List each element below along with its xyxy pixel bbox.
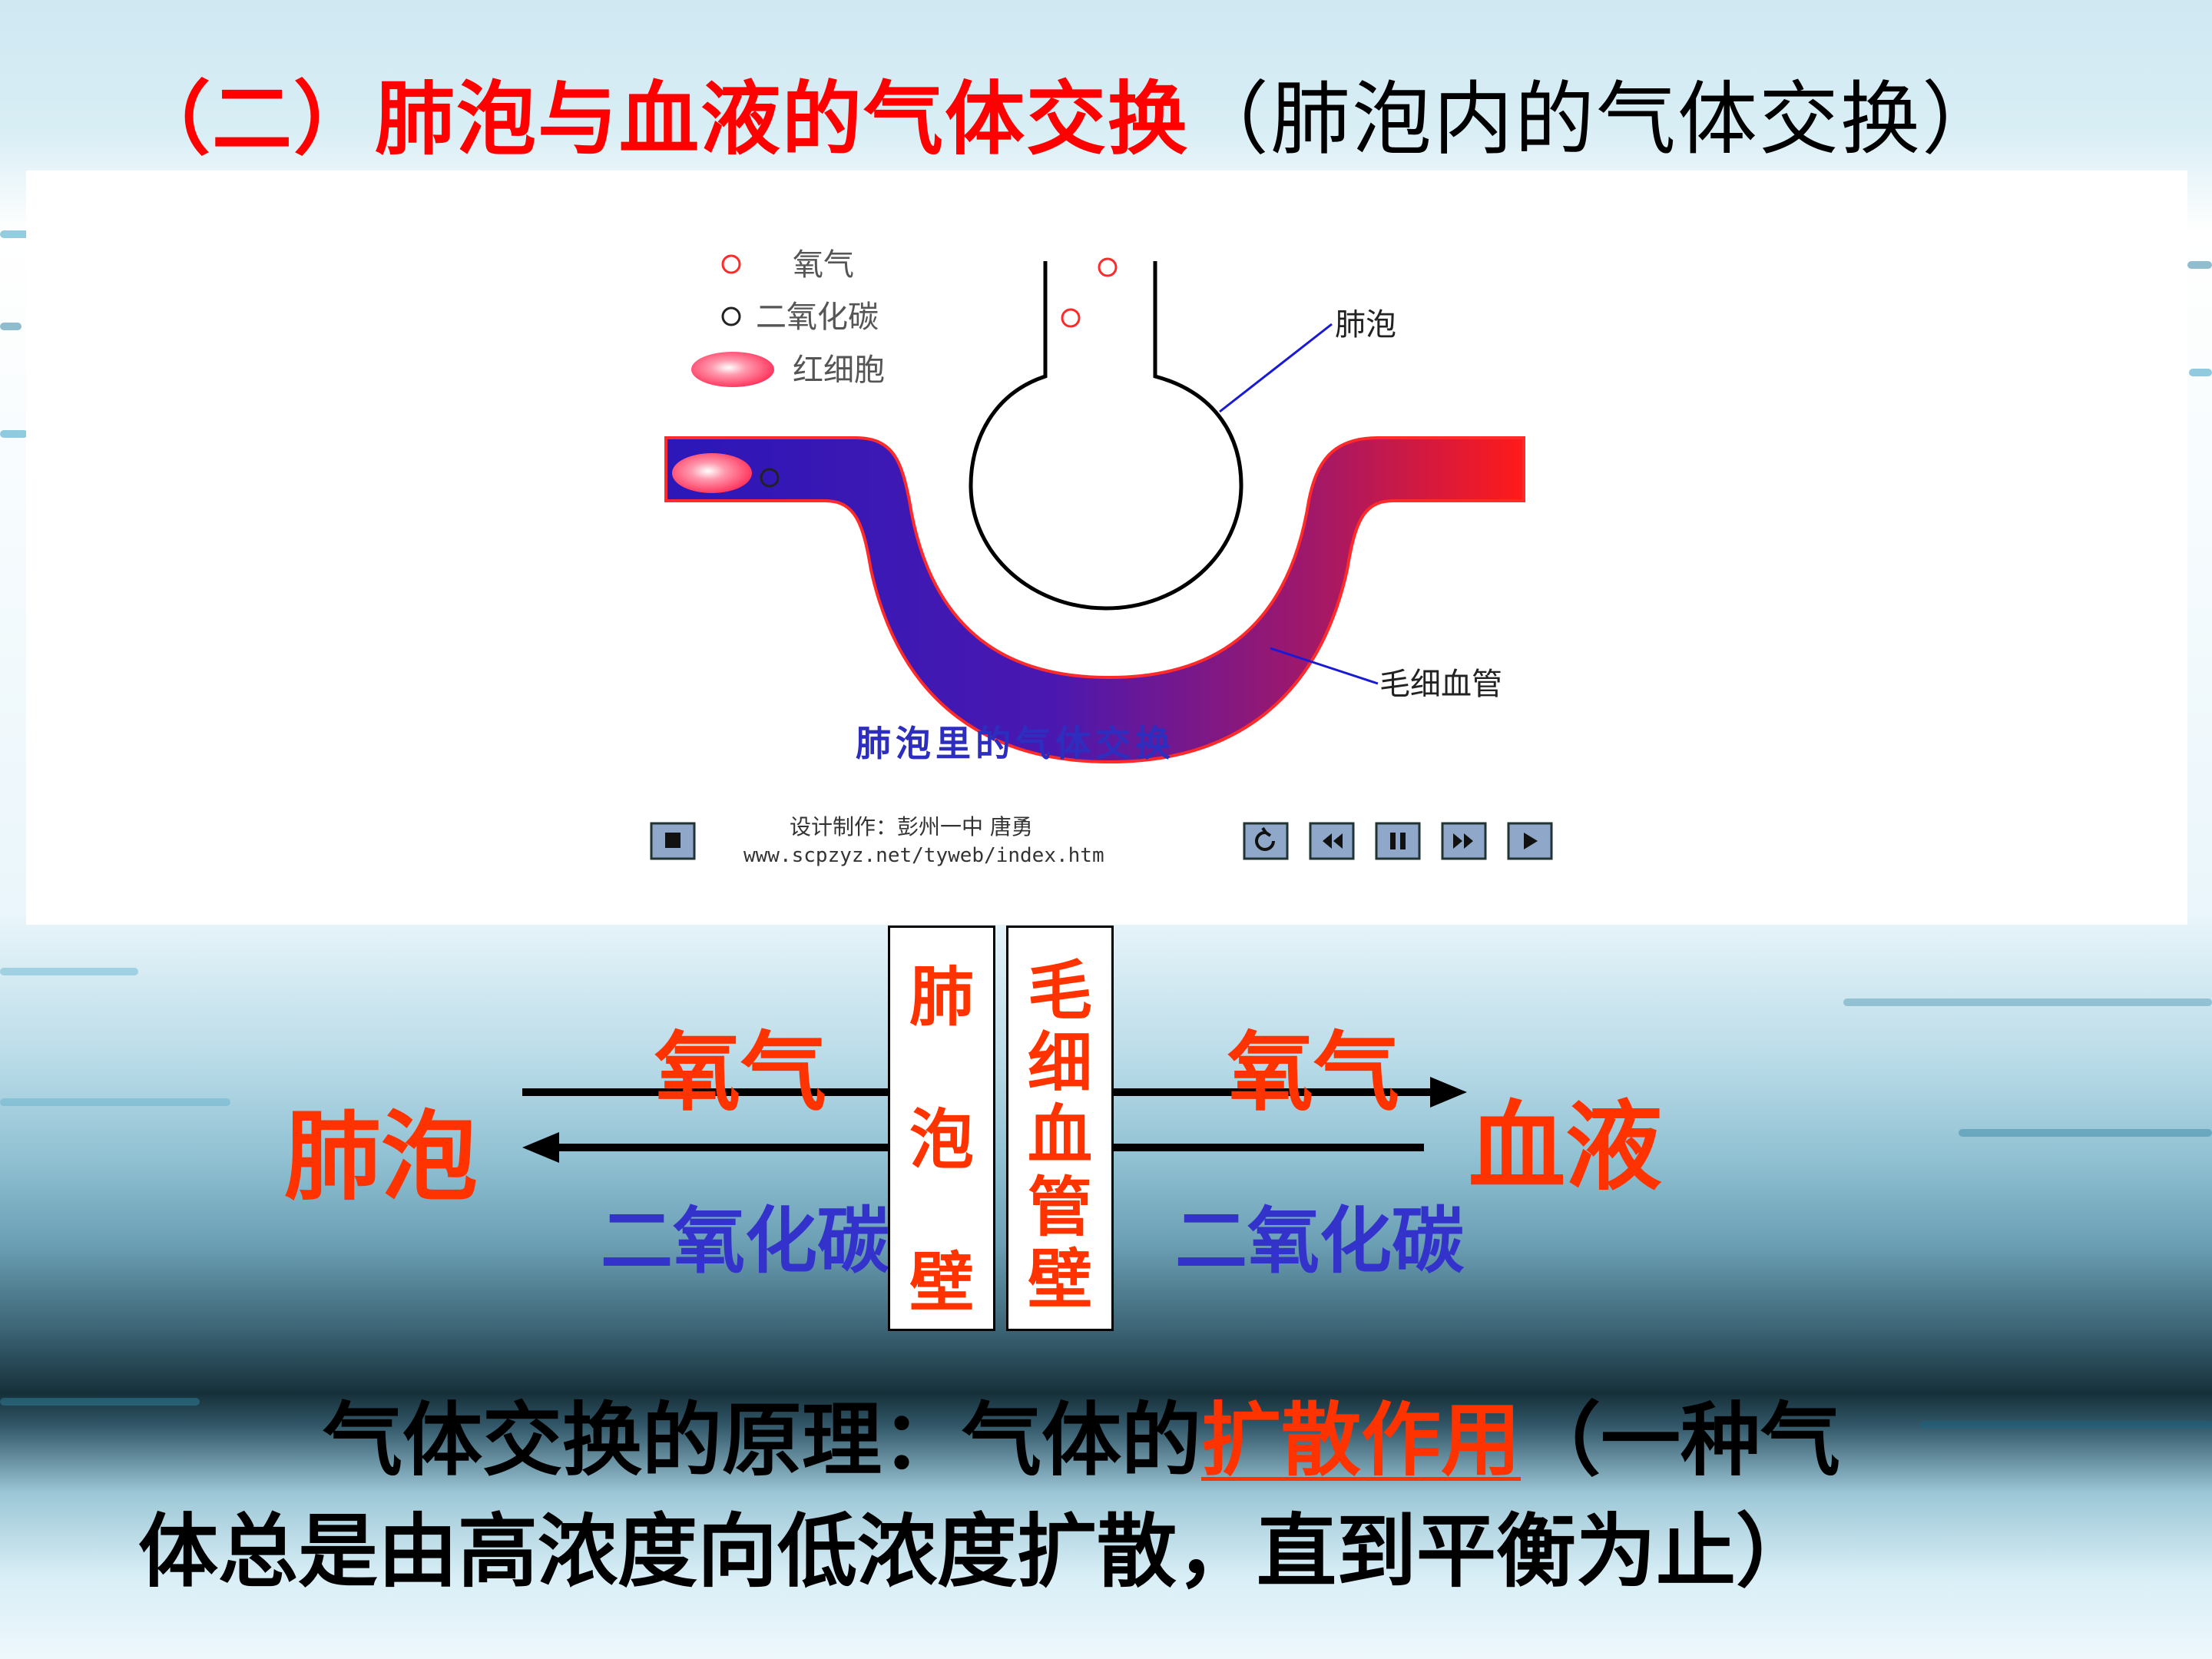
principle-line-1: 气体交换的原理：气体的扩散作用（一种气 <box>323 1375 1840 1491</box>
oxygen-molecule <box>1061 308 1081 328</box>
label-capillary: 毛细血管 <box>1379 667 1502 702</box>
play-button[interactable] <box>1507 822 1553 860</box>
legend-oxygen: 氧气 <box>793 247 854 283</box>
co2-legend-icon <box>721 306 741 326</box>
legend-rbc: 红细胞 <box>793 353 885 388</box>
legend-co2: 二氧化碳 <box>756 300 879 335</box>
capillary-label-line <box>1270 647 1379 685</box>
animation-panel: 氧气 二氧化碳 红细胞 肺泡 毛细血管 肺泡里的气体交换 设计制作：彭州一中 唐… <box>26 171 2187 925</box>
pause-icon <box>1390 833 1406 849</box>
credit-line-2: www.scpzyz.net/tyweb/index.htm <box>743 844 1104 867</box>
alveolus-outline <box>969 261 1243 611</box>
rewind-button[interactable] <box>1309 822 1355 860</box>
title-red-part: （二）肺泡与血液的气体交换 <box>131 72 1190 166</box>
play-icon <box>1524 833 1538 849</box>
alveolus-animation: 氧气 二氧化碳 红细胞 肺泡 毛细血管 肺泡里的气体交换 设计制作：彭州一中 唐… <box>650 247 1553 867</box>
stop-icon <box>665 833 680 848</box>
co2-label-left: 二氧化碳 <box>601 1200 890 1283</box>
co2-label-right: 二氧化碳 <box>1175 1200 1465 1283</box>
rewind-icon <box>1323 833 1343 849</box>
pause-button[interactable] <box>1375 822 1421 860</box>
capillary-wall-char: 毛 <box>1027 953 1092 1028</box>
alveolar-wall-char: 泡 <box>909 1102 974 1177</box>
blood-label: 血液 <box>1469 1091 1662 1204</box>
fast-forward-button[interactable] <box>1441 822 1487 860</box>
alveolar-wall-char: 壁 <box>909 1245 974 1320</box>
oxygen-label-left: 氧气 <box>654 1023 826 1123</box>
replay-icon <box>1255 826 1275 851</box>
oxygen-arrowhead <box>1430 1077 1467 1108</box>
animation-caption: 肺泡里的气体交换 <box>856 723 1175 764</box>
oxygen-label-right: 氧气 <box>1227 1023 1399 1123</box>
stop-button[interactable] <box>650 822 696 860</box>
label-alveolus: 肺泡 <box>1335 307 1396 343</box>
page-title: （二）肺泡与血液的气体交换（肺泡内的气体交换） <box>131 54 2003 170</box>
capillary-wall-char: 细 <box>1027 1025 1092 1101</box>
principle-line-2: 体总是由高浓度向低浓度扩散，直到平衡为止） <box>138 1505 1816 1598</box>
rbc-legend-icon <box>691 352 774 387</box>
replay-button[interactable] <box>1243 822 1289 860</box>
principle-highlight: 扩散作用 <box>1201 1393 1522 1487</box>
fast-forward-icon <box>1453 833 1473 849</box>
credit-line-1: 设计制作：彭州一中 唐勇 <box>790 814 1033 839</box>
capillary-wall-char: 血 <box>1027 1098 1092 1173</box>
alveolus-label-line <box>1219 323 1333 413</box>
principle-prefix: 气体交换的原理：气体的 <box>323 1393 1202 1487</box>
oxygen-legend-icon <box>721 254 741 274</box>
alveolus-label: 肺泡 <box>284 1101 478 1214</box>
legend: 氧气 二氧化碳 红细胞 <box>691 247 885 388</box>
capillary-wall-char: 壁 <box>1027 1242 1092 1317</box>
red-blood-cell <box>672 453 752 493</box>
co2-molecule <box>760 468 780 488</box>
alveolar-wall: 肺 泡 壁 <box>888 926 995 1331</box>
title-black-part: （肺泡内的气体交换） <box>1189 72 2004 166</box>
oxygen-molecule <box>1098 257 1118 277</box>
principle-suffix: （一种气 <box>1521 1393 1841 1487</box>
capillary-wall-char: 管 <box>1027 1170 1092 1245</box>
capillary-wall: 毛 细 血 管 壁 <box>1006 926 1114 1331</box>
co2-arrowhead <box>522 1132 559 1163</box>
capillary-vessel <box>664 436 1525 764</box>
alveolar-wall-char: 肺 <box>909 959 974 1035</box>
